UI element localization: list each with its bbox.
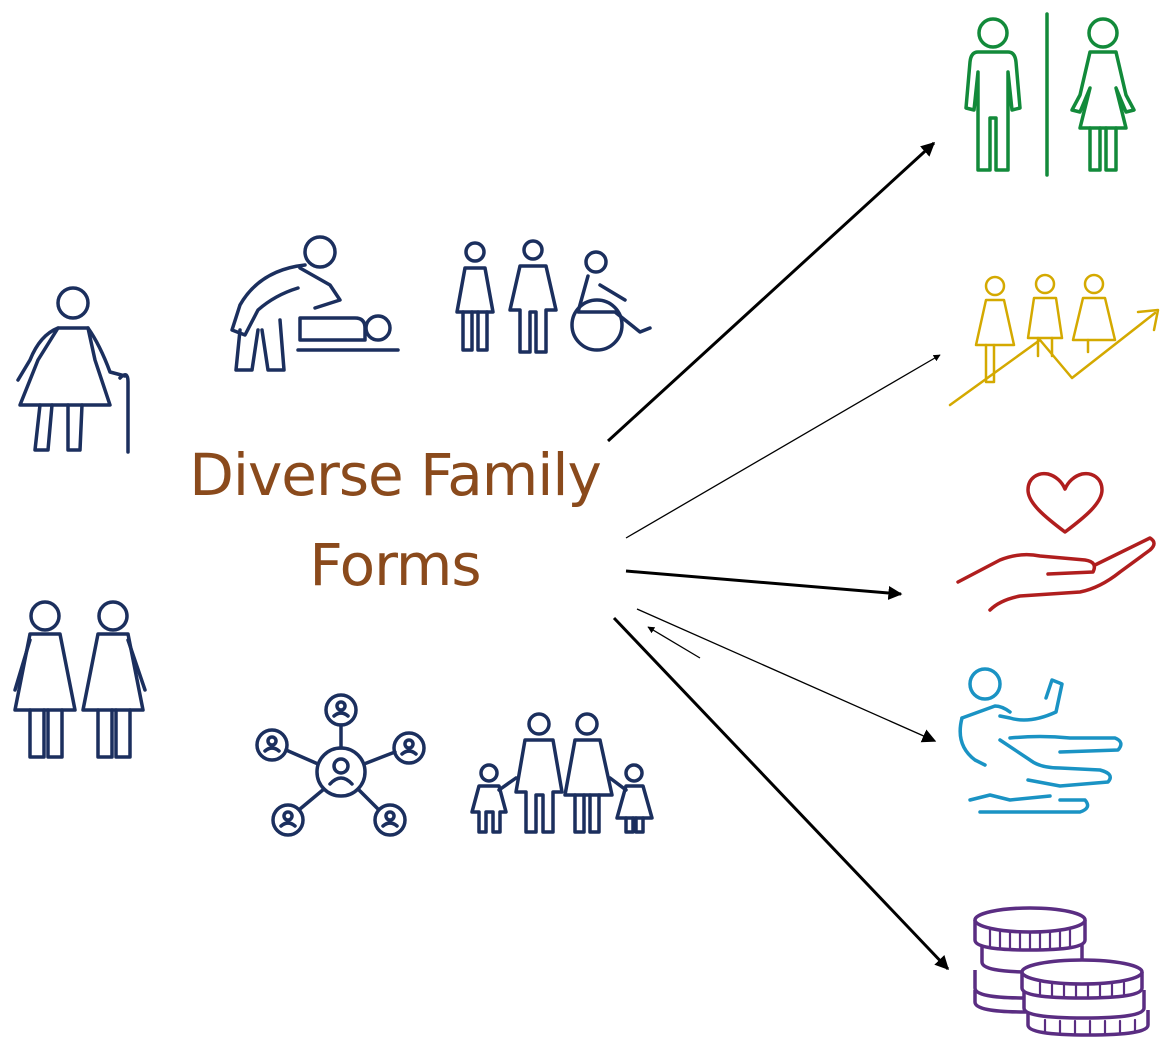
diagram-title-line-2: Forms	[309, 531, 481, 599]
arrows	[606, 141, 950, 971]
arrow-to-gender-restroom	[606, 141, 936, 443]
parent-changing-baby-icon	[230, 235, 400, 372]
person-slipping-icon	[958, 667, 1123, 814]
diagram-title-line-1: Diverse Family	[189, 441, 602, 509]
elderly-woman-with-cane-icon	[16, 286, 130, 454]
arrow-to-person-slipping	[636, 608, 937, 743]
family-with-children-icon	[470, 712, 654, 834]
arrow-to-coin-stacks	[612, 616, 950, 971]
arrow-to-heart-in-hand	[625, 569, 903, 600]
arrow-back-to-family-forms	[647, 626, 701, 659]
social-network-icon	[255, 693, 426, 837]
heart-in-hand-icon	[956, 471, 1156, 612]
gender-restroom-icon	[964, 12, 1136, 177]
family-with-wheelchair-user-icon	[455, 239, 652, 354]
same-sex-couple-icon	[13, 600, 147, 759]
arrow-to-population-growth	[625, 354, 941, 539]
population-growth-icon	[948, 273, 1160, 407]
coin-stacks-icon	[973, 906, 1150, 1037]
